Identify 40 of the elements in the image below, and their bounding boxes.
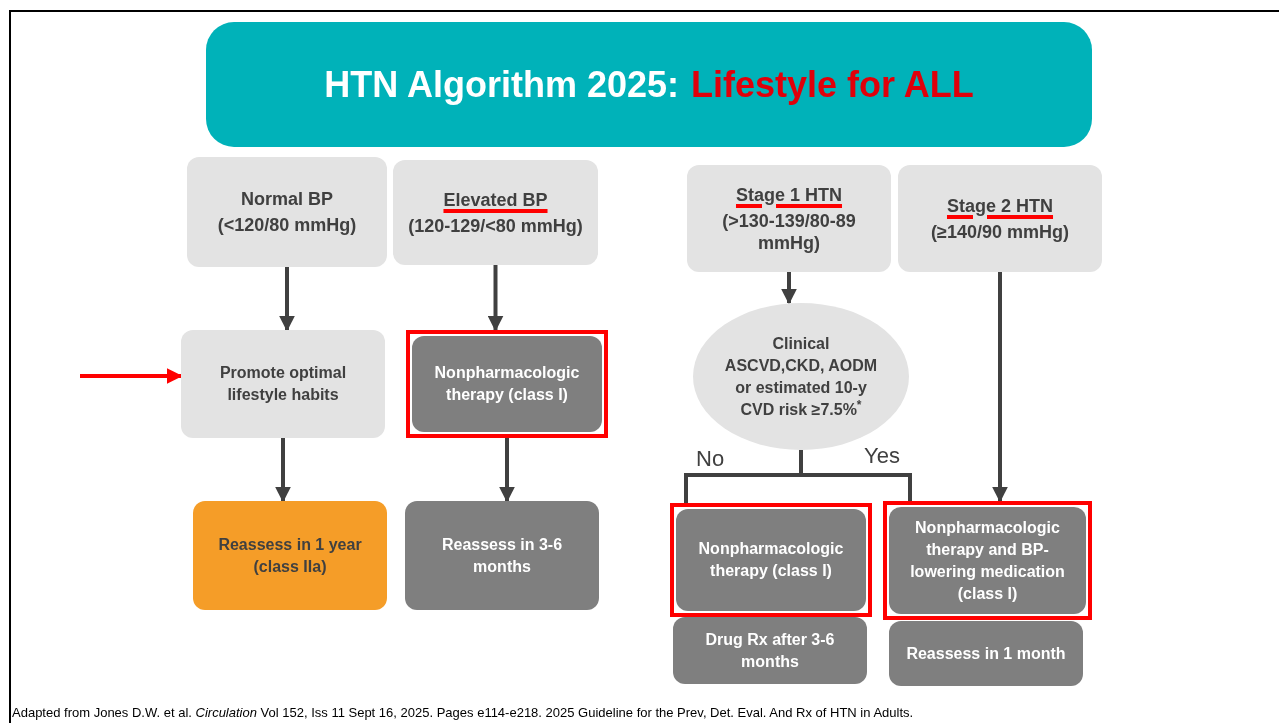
category-box	[898, 165, 1102, 272]
arrow	[781, 272, 797, 305]
box-text: (120-129/<80 mmHg)	[408, 214, 583, 237]
caption: Adapted from Jones D.W. et al. Circulation Vol 152, Iss 11 Sept 16, 2025. Pages e114-e218. 2025 Guideline for the Prev, Det. Eval. And Rx of HTN in Adults.	[12, 704, 914, 722]
decision-text: Clinical ASCVD,CKD, AODM or estimated 10-y CVD risk ≥7.5%$^{*}$	[723, 333, 879, 420]
box-text: Drug Rx after 3-6 months	[704, 629, 836, 672]
highlight-frame	[406, 330, 608, 438]
action-box	[405, 501, 599, 610]
box-text: Promote optimal lifestyle habits	[218, 363, 348, 405]
box-text: Reassess in 1 month	[906, 643, 1066, 664]
category-box	[687, 165, 891, 272]
title-highlight: Lifestyle for ALL	[691, 62, 974, 107]
highlight-frame	[883, 501, 1092, 620]
title-text: HTN Algorithm 2025:	[324, 62, 679, 107]
box-text: (<120/80 mmHg)	[217, 214, 357, 236]
category-heading: Elevated BP	[443, 188, 548, 211]
category-heading: Normal BP	[241, 188, 333, 210]
highlight-frame	[670, 503, 872, 617]
action-box	[889, 621, 1083, 686]
arrow	[499, 438, 515, 503]
category-heading: Stage 2 HTN	[947, 194, 1053, 217]
box-text: Reassess in 3-6 months	[440, 534, 564, 577]
box-text: Reassess in 1 year (class IIa)	[217, 534, 363, 577]
category-box	[181, 330, 385, 438]
box-text: (>130-139/80-89 mmHg)	[721, 209, 857, 254]
action-box	[673, 617, 867, 684]
title-banner	[206, 22, 1092, 147]
box-text: Nonpharmacologic therapy (class I)	[433, 363, 581, 405]
category-heading: Stage 1 HTN	[736, 183, 842, 206]
category-box	[187, 157, 387, 267]
arrow	[279, 267, 295, 332]
arrow	[992, 272, 1008, 503]
arrow	[487, 265, 504, 332]
box-text: (≥140/90 mmHg)	[931, 220, 1069, 243]
outcome-box	[193, 501, 387, 610]
box-text: Nonpharmacologic therapy and BP-lowering medication (class I)	[909, 517, 1066, 604]
arrow	[275, 438, 291, 503]
box-text: Nonpharmacologic therapy (class I)	[697, 539, 845, 581]
arrow	[80, 368, 183, 384]
category-box	[393, 160, 598, 265]
